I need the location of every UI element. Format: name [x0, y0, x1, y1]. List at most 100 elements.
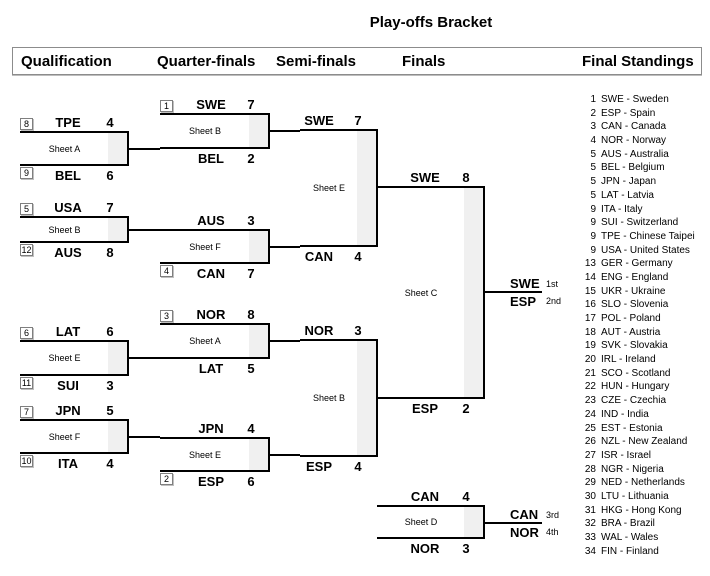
standings-row: 5 AUS - Australia [583, 148, 695, 162]
qualification-match-2-score-stripe [108, 218, 127, 241]
qualification-match-1-bottom-score: 6 [106, 168, 114, 183]
standings-team: NGR - Nigeria [601, 463, 664, 475]
qualification-match-4-bottom-seed: 10 [20, 455, 33, 467]
standings-row: 9 USA - United States [583, 244, 695, 258]
qualification-match-4-score-stripe [108, 421, 127, 452]
standings-team: AUS - Australia [601, 148, 669, 160]
semi-final-match-2-score-stripe [357, 341, 376, 455]
qualification-match-4-bottom-score: 4 [106, 456, 114, 471]
standings-team: NZL - New Zealand [601, 436, 688, 448]
quarter-final-match-3-top-score: 8 [247, 307, 255, 322]
standings-team: SLO - Slovenia [601, 299, 669, 311]
standings-row: 32 BRA - Brazil [583, 517, 695, 531]
standings-team: POL - Poland [601, 313, 661, 324]
standings-rank: 13 [584, 258, 596, 270]
standings-rank: 9 [590, 244, 596, 256]
qualification-match-3-sheet-label: Sheet E [48, 353, 81, 363]
qualification-match-4-top-score: 5 [106, 403, 114, 418]
semi-final-match-2-bottom-team: ESP [305, 459, 332, 474]
standings-rank: 20 [584, 354, 596, 366]
quarter-final-match-4-bottom-team: ESP [197, 474, 224, 489]
qualification-match-1-bottom-team: BEL [55, 168, 81, 183]
standings-rank: 9 [590, 230, 596, 242]
standings-team: HKG - Hong Kong [601, 504, 682, 516]
quarter-final-match-1-sheet-label: Sheet B [188, 126, 222, 136]
medal-fourth-team: NOR [510, 525, 539, 540]
quarter-final-match-4-bottom-seed: 2 [160, 473, 173, 485]
qualification-match-3-box: Sheet E [20, 340, 129, 376]
semi-final-match-2-top-score: 3 [354, 323, 362, 338]
standings-team: ESP - Spain [601, 107, 656, 119]
qualification-match-3-bottom-seed: 11 [20, 377, 33, 389]
bronze-match-top-score: 4 [462, 489, 470, 504]
standings-row: 2 ESP - Spain [583, 107, 695, 121]
standings-rank: 2 [590, 107, 596, 119]
quarter-final-match-2-bottom-score: 7 [247, 266, 255, 281]
standings-rank: 32 [584, 518, 596, 530]
standings-row: 9 TPE - Chinese Taipei [583, 230, 695, 244]
semi-final-match-1-sheet-label: Sheet E [312, 183, 346, 193]
standings-rank: 15 [584, 285, 596, 297]
standings-team: USA - United States [601, 244, 690, 256]
qualification-match-4-connector [128, 436, 160, 438]
bronze-match-top-team: CAN [410, 489, 440, 504]
quarter-final-match-3-sheet-label: Sheet A [189, 336, 221, 346]
page-title: Play-offs Bracket [369, 14, 493, 31]
standings-team: HUN - Hungary [601, 381, 670, 393]
standings-rank: 21 [584, 367, 596, 379]
qualification-match-2-connector [128, 229, 160, 231]
standings-rank: 5 [590, 189, 596, 201]
qualification-match-2-bottom-team: AUS [54, 245, 82, 260]
quarter-final-match-1-bottom-score: 2 [247, 151, 255, 166]
semi-final-match-2-top-team: NOR [304, 323, 334, 338]
semi-final-match-1-score-stripe [357, 131, 376, 245]
standings-rank: 26 [584, 436, 596, 448]
quarter-final-match-2-bottom-seed: 4 [160, 265, 173, 277]
quarter-final-match-4-connector [269, 454, 300, 456]
qualification-match-2-bottom-seed: 12 [20, 244, 33, 256]
standings-rank: 5 [590, 148, 596, 160]
medal-third-team: CAN [510, 507, 539, 522]
qualification-match-1-top-team: TPE [55, 115, 81, 130]
standings-team: BRA - Brazil [601, 518, 655, 530]
standings-team: JPN - Japan [601, 176, 657, 188]
medal-first-team: SWE [510, 276, 540, 291]
header-final-standings: Final Standings [582, 53, 694, 70]
quarter-final-match-3-score-stripe [249, 325, 268, 357]
standings-rank: 16 [584, 299, 596, 311]
qualification-match-1-connector [128, 148, 160, 150]
bronze-match-bottom-team: NOR [410, 541, 440, 556]
header-semi-finals: Semi-finals [276, 53, 357, 70]
final-match-box: Sheet C [377, 186, 485, 399]
quarter-final-match-1-score-stripe [249, 115, 268, 147]
standings-row: 26 NZL - New Zealand [583, 435, 695, 449]
qualification-match-1-sheet-label: Sheet A [48, 143, 81, 154]
quarter-final-match-3-connector [269, 340, 300, 342]
qualification-match-4-box: Sheet F [20, 419, 129, 454]
bronze-match-box: Sheet D [377, 505, 485, 539]
standings-team: IND - India [601, 408, 649, 420]
final-match-bottom-score: 2 [462, 401, 470, 416]
qualification-match-4-bottom-team: ITA [58, 456, 78, 471]
qualification-match-3-bottom-score: 3 [106, 378, 114, 393]
standings-team: AUT - Austria [601, 326, 661, 338]
qualification-match-1-bottom-seed: 9 [20, 167, 33, 179]
round-header-bar: Qualification Quarter-finals Semi-finals… [12, 47, 702, 75]
medal-third-rank: 3rd [546, 510, 560, 520]
standings-rank: 34 [584, 545, 596, 557]
semi-final-match-2-bottom-score: 4 [354, 459, 362, 474]
standings-team: TPE - Chinese Taipei [601, 230, 695, 242]
quarter-final-match-2-top-score: 3 [247, 213, 255, 228]
qualification-match-2-bottom-score: 8 [106, 245, 114, 260]
